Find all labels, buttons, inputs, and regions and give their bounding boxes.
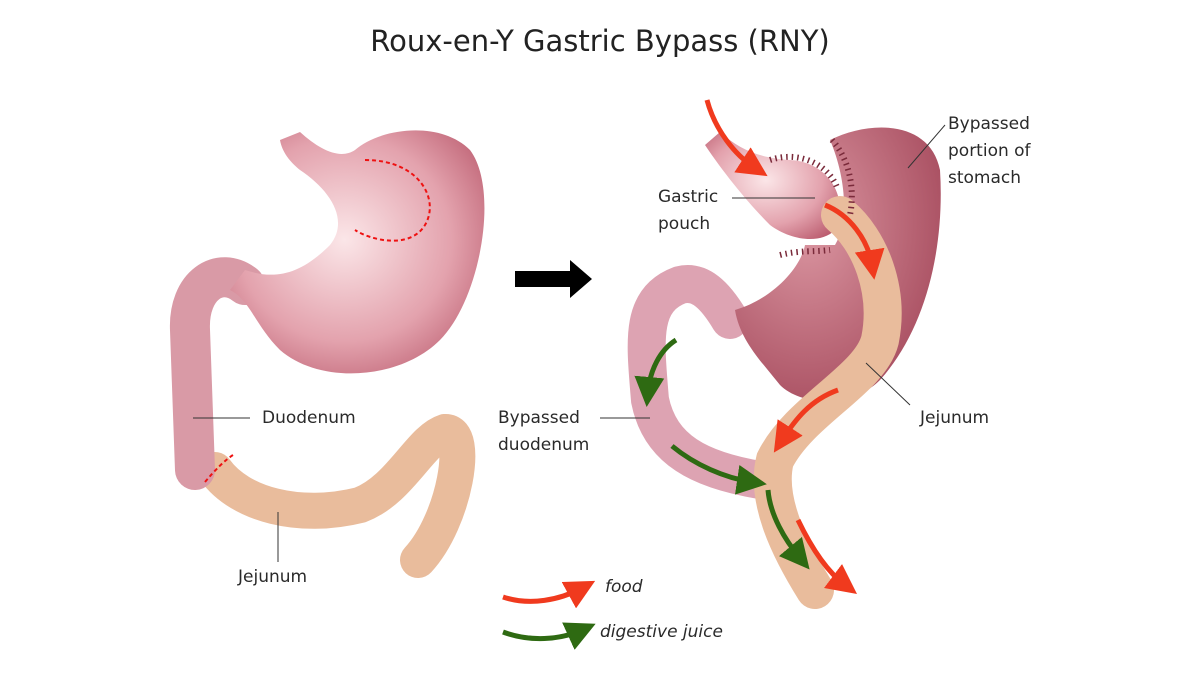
label-bypassed-stomach-2: portion of: [948, 141, 1031, 161]
label-gastric-pouch-1: Gastric: [658, 187, 719, 207]
label-bypassed-stomach-1: Bypassed: [948, 114, 1030, 134]
junction-line: [204, 454, 234, 483]
legend-juice-arrow-icon: [502, 622, 596, 650]
legend-food-arrow-icon: [502, 580, 596, 609]
duodenum-before: [169, 257, 265, 490]
jejunum-before: [197, 414, 476, 578]
bypass-stomach: [600, 99, 946, 609]
juice-arrow-icon: [634, 337, 678, 407]
stomach-before: [230, 130, 485, 374]
transition-arrow-icon: [515, 260, 592, 298]
staples: [769, 137, 855, 258]
diagram-title: Roux-en-Y Gastric Bypass (RNY): [370, 24, 830, 58]
label-bypassed-duodenum-1: Bypassed: [498, 408, 580, 428]
food-arrow-icon: [773, 387, 839, 453]
resection-line: [354, 159, 431, 242]
food-arrow-icon: [824, 202, 885, 280]
legend-digestive-juice: digestive juice: [600, 622, 723, 642]
normal-stomach: [169, 130, 485, 578]
gastric-pouch: [705, 132, 840, 240]
label-jejunum-before: Jejunum: [238, 567, 308, 587]
label-duodenum: Duodenum: [262, 408, 356, 428]
label-bypassed-stomach-3: stomach: [948, 168, 1022, 188]
label-gastric-pouch-2: pouch: [658, 214, 711, 234]
food-arrow-icon: [795, 518, 857, 595]
legend-food: food: [605, 577, 643, 597]
juice-arrow-icon: [765, 489, 810, 570]
food-arrow-icon: [704, 99, 768, 177]
label-bypassed-duodenum-2: duodenum: [498, 435, 590, 455]
juice-arrow-icon: [670, 444, 767, 495]
label-jejunum-after: Jejunum: [920, 408, 990, 428]
